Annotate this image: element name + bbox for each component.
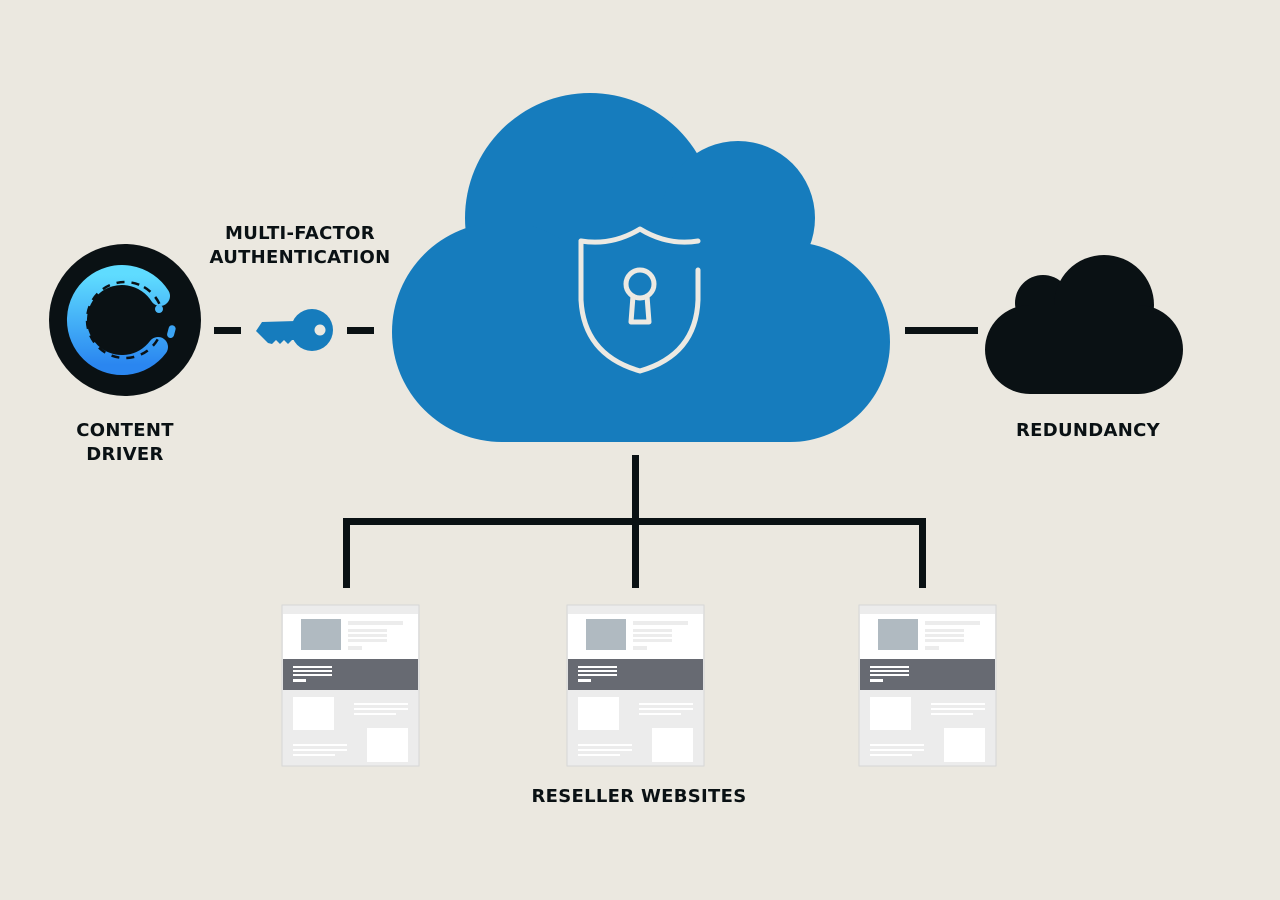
- redundancy-cloud-icon: [985, 255, 1183, 394]
- mfa-label: MULTI-FACTOR AUTHENTICATION: [190, 222, 410, 270]
- reseller-website-3: [858, 604, 997, 767]
- content-driver-label-line2: DRIVER: [86, 444, 164, 465]
- content-driver-logo-icon: [49, 244, 201, 396]
- reseller-website-2: [566, 604, 705, 767]
- reseller-websites-label: RESELLER WEBSITES: [531, 786, 747, 807]
- shield-keyhole-icon: [578, 226, 701, 374]
- mfa-label-line2: AUTHENTICATION: [209, 247, 391, 268]
- content-driver-label: CONTENT DRIVER: [35, 419, 215, 467]
- content-driver-label-line1: CONTENT: [76, 420, 174, 441]
- key-icon: [256, 309, 333, 351]
- mfa-label-line1: MULTI-FACTOR: [225, 223, 375, 244]
- connector-lines: [214, 327, 978, 588]
- redundancy-label: REDUNDANCY: [1016, 420, 1160, 441]
- cloud-icon: [392, 93, 890, 442]
- reseller-website-1: [281, 604, 420, 767]
